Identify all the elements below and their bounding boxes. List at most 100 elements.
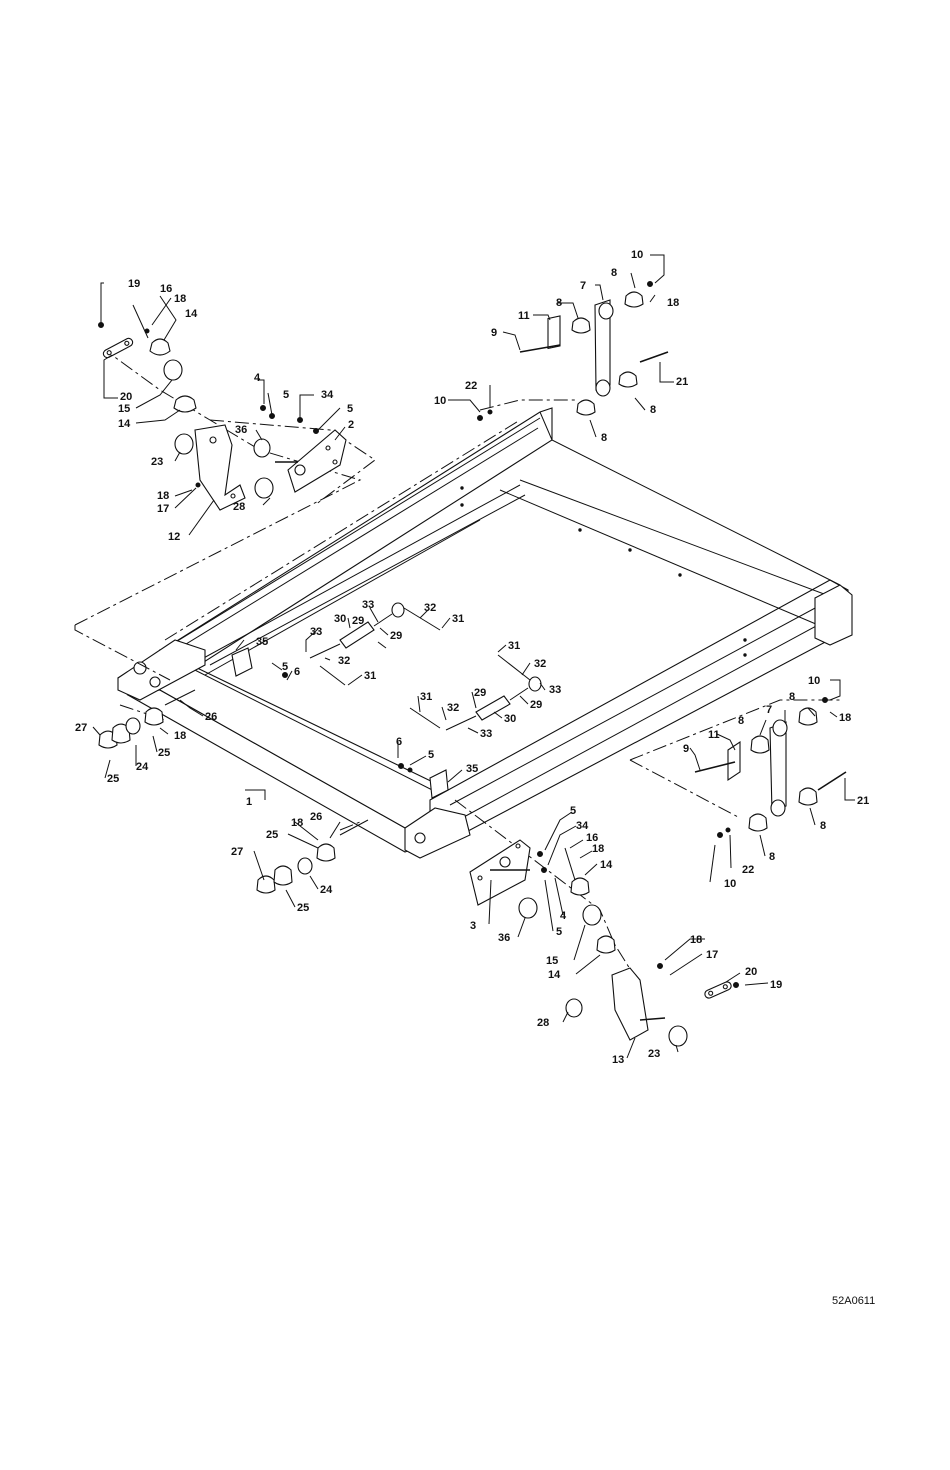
callout-5: 5 <box>347 403 353 415</box>
bushing-15 <box>583 905 601 925</box>
callout-11: 11 <box>518 310 530 322</box>
callout-35: 35 <box>256 636 268 648</box>
callout-31: 31 <box>508 640 520 652</box>
bolt-hole <box>415 833 425 843</box>
callout-5: 5 <box>570 805 576 817</box>
figure-id: 52A0611 <box>832 1295 875 1307</box>
callout-18: 18 <box>667 297 679 309</box>
callout-24: 24 <box>136 761 149 773</box>
clamp-8 <box>625 292 643 307</box>
callout-16: 16 <box>160 283 172 295</box>
callout-25: 25 <box>107 773 119 785</box>
callout-32: 32 <box>447 702 459 714</box>
callout-18: 18 <box>291 817 303 829</box>
callout-17: 17 <box>157 503 169 515</box>
clamp-25 <box>274 866 292 885</box>
callout-6: 6 <box>396 736 402 748</box>
callout-18: 18 <box>174 293 186 305</box>
hanger-bracket-12 <box>195 425 245 510</box>
callout-8: 8 <box>820 820 826 832</box>
callout-8: 8 <box>556 297 562 309</box>
link-plate-20 <box>102 337 134 359</box>
callout-19: 19 <box>128 278 140 290</box>
callout-8: 8 <box>611 267 617 279</box>
callout-18: 18 <box>592 843 604 855</box>
clamp-27 <box>257 876 275 893</box>
callout-23: 23 <box>151 456 163 468</box>
callout-2: 2 <box>348 419 354 431</box>
callout-8: 8 <box>738 715 744 727</box>
callout-33: 33 <box>310 626 322 638</box>
callout-1: 1 <box>246 796 252 808</box>
callout-22: 22 <box>465 380 477 392</box>
callout-5: 5 <box>282 661 288 673</box>
callout-29: 29 <box>530 699 542 711</box>
callout-10: 10 <box>631 249 643 261</box>
callout-5: 5 <box>283 389 289 401</box>
clamp-25 <box>317 844 335 861</box>
callout-27: 27 <box>75 722 87 734</box>
callout-34: 34 <box>321 389 334 401</box>
callout-5: 5 <box>428 749 434 761</box>
link-plate-20 <box>704 981 733 1000</box>
callout-21: 21 <box>676 376 688 388</box>
callout-33: 33 <box>362 599 374 611</box>
callout-8: 8 <box>769 851 775 863</box>
callout-35: 35 <box>466 763 478 775</box>
callout-4: 4 <box>560 910 567 922</box>
callout-25: 25 <box>158 747 170 759</box>
callout-18: 18 <box>174 730 186 742</box>
callout-17: 17 <box>706 949 718 961</box>
callout-18: 18 <box>690 934 702 946</box>
callout-24: 24 <box>320 884 333 896</box>
callout-3: 3 <box>470 920 476 932</box>
callout-31: 31 <box>420 691 432 703</box>
callout-32: 32 <box>534 658 546 670</box>
callout-7: 7 <box>580 280 586 292</box>
right-shackle-assembly <box>695 698 846 838</box>
clamp-14 <box>597 936 615 953</box>
callout-20: 20 <box>120 391 132 403</box>
callout-30: 30 <box>334 613 346 625</box>
hanger-bracket-13 <box>612 968 648 1040</box>
callout-18: 18 <box>157 490 169 502</box>
bushing-28 <box>566 999 582 1017</box>
callout-36: 36 <box>235 424 247 436</box>
clamp-14 <box>571 878 589 895</box>
bushing-15 <box>164 360 182 380</box>
callout-30: 30 <box>504 713 516 725</box>
callout-29: 29 <box>390 630 402 642</box>
clamp-8 <box>619 372 637 387</box>
bolt-hole <box>150 677 160 687</box>
clamp-8 <box>751 736 769 753</box>
callout-22: 22 <box>742 864 754 876</box>
callout-14: 14 <box>185 308 198 320</box>
clamp-8 <box>749 814 767 831</box>
callout-14: 14 <box>548 969 561 981</box>
bushing-23 <box>175 434 193 454</box>
callout-5: 5 <box>556 926 562 938</box>
callout-4: 4 <box>254 372 261 384</box>
callout-19: 19 <box>770 979 782 991</box>
callout-20: 20 <box>745 966 757 978</box>
bushing-24 <box>126 718 140 734</box>
callout-8: 8 <box>650 404 656 416</box>
callout-36: 36 <box>498 932 510 944</box>
lower-right-hanger-assembly <box>283 673 739 1047</box>
callout-31: 31 <box>364 670 376 682</box>
callout-7: 7 <box>766 704 772 716</box>
callout-13: 13 <box>612 1054 624 1066</box>
clamp-8 <box>799 788 817 805</box>
callout-10: 10 <box>808 675 820 687</box>
clamp-8 <box>572 318 590 333</box>
callout-26: 26 <box>310 811 322 823</box>
callout-8: 8 <box>789 691 795 703</box>
bracket-35 <box>232 648 252 676</box>
callout-25: 25 <box>297 902 309 914</box>
bushing-24 <box>298 858 312 874</box>
bushing-23 <box>669 1026 687 1046</box>
callout-32: 32 <box>424 602 436 614</box>
callout-8: 8 <box>601 432 607 444</box>
callout-18: 18 <box>839 712 851 724</box>
